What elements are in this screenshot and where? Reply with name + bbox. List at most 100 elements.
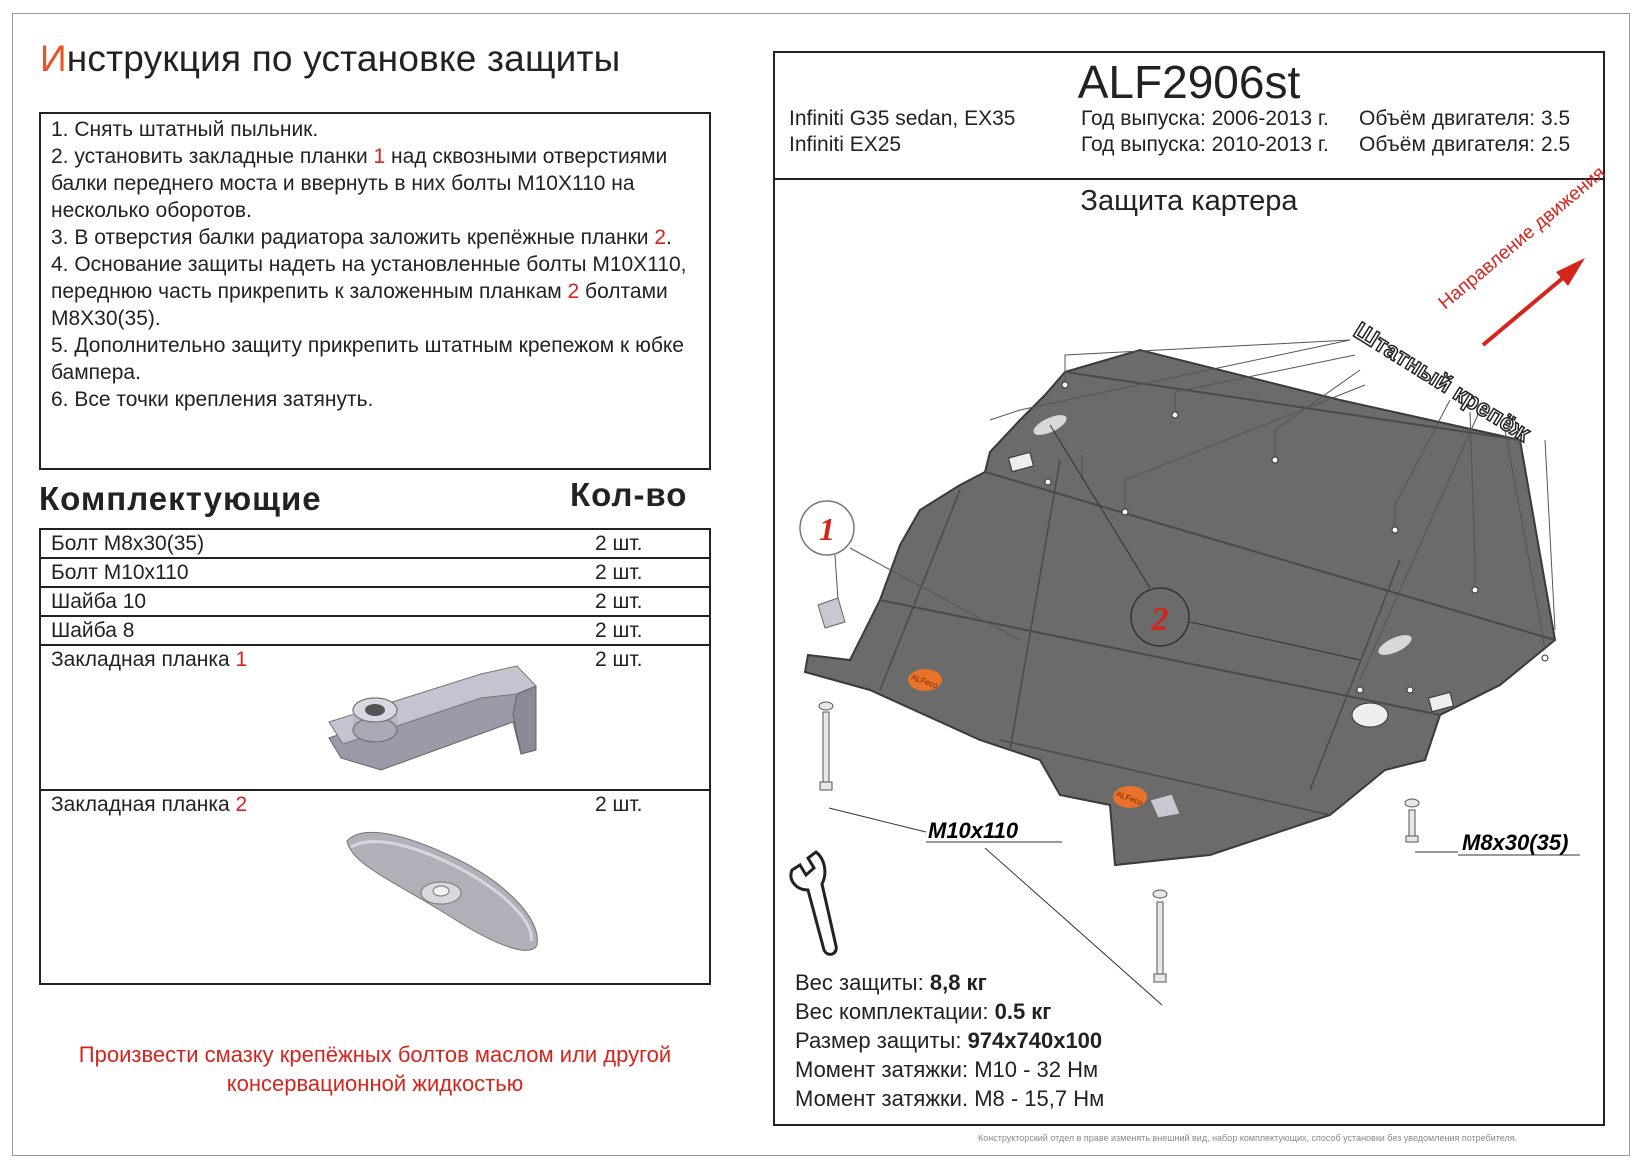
car-year: Год выпуска: 2010-2013 г. [1081,133,1329,156]
page-frame [12,13,1630,1156]
instruction-text: 1. Снять штатный пыльник. [51,118,319,141]
part-ref-number: 2 [235,793,248,816]
spec-label: Размер защиты: [795,1028,968,1053]
instruction-4: 4. Основание защиты надеть на установлен… [51,251,699,332]
fastener-leader-lines [989,339,1556,681]
part-name: Закладная планка 2 [51,793,247,817]
marker-1-number: 1 [819,511,835,547]
leader-line [984,847,1163,1006]
car-engine: Объём двигателя: 3.5 [1359,107,1571,130]
plate-hole [1378,635,1412,655]
spec-label: Вес комплектации: [795,999,995,1024]
components-heading: Комплектующие [39,480,322,517]
part-name: Болт М8х30(35) [51,532,205,555]
part-ref-number: 2 [567,280,580,303]
lubrication-note: Произвести смазку крепёжных болтов масло… [78,1042,672,1096]
bolt-m8-right [1404,798,1420,843]
plate-hole [1351,702,1389,728]
instruction-1: 1. Снять штатный пыльник. [51,116,699,143]
spec-label: Момент затяжки. М8 - 15,7 Нм [795,1086,1105,1111]
instruction-text: 6. Все точки крепления затянуть. [51,388,374,411]
instruction-text: . [666,226,672,249]
leader-line [828,807,927,833]
part-name-text: Закладная планка [51,793,236,816]
car-year: Год выпуска: 2006-2013 г. [1081,107,1329,130]
page-title: Инструкция по установке защиты [40,38,620,80]
instruction-3: 3. В отверстия балки радиатора заложить … [51,224,699,251]
spec-kit-weight: Вес комплектации: 0.5 кг [795,999,1051,1025]
part-name: Закладная планка 1 [51,648,247,672]
instruction-text: 3. В отверстия балки радиатора заложить … [51,226,655,249]
car-model: Infiniti EX25 [789,133,902,156]
wrench-icon [789,850,838,956]
leader-line [1049,424,1151,589]
components-table: Болт М8х30(35) 2 шт. Болт М10х110 2 шт. … [39,528,711,985]
instruction-text: 5. Дополнительно защиту прикрепить штатн… [51,334,684,384]
instruction-5: 5. Дополнительно защиту прикрепить штатн… [51,332,699,386]
bend-line [1064,371,1521,441]
product-panel: ALF2906st Infiniti G35 sedan, EX35 Год в… [773,51,1605,1126]
bolt-m10-label: M10x110 [928,818,1019,843]
table-row: Шайба 8 2 шт. [41,617,709,646]
footer-disclaimer: Конструкторский отдел в праве изменять в… [978,1133,1518,1143]
spec-weight: Вес защиты: 8,8 кг [795,970,987,996]
mounting-plate-1-image [328,665,537,771]
spec-size: Размер защиты: 974x740x100 [795,1028,1102,1054]
table-row: Болт М8х30(35) 2 шт. [41,530,709,559]
part-qty: 2 шт. [595,590,643,613]
part-qty: 2 шт. [595,648,643,671]
part-ref-number: 1 [235,648,248,671]
leader-line [834,554,839,601]
part-ref-number: 1 [373,145,386,168]
instruction-2: 2. установить закладные планки 1 над скв… [51,143,699,224]
part-qty: 2 шт. [595,532,643,555]
instruction-text: над сквозными отверстиями балки переднег… [51,145,668,222]
part-qty: 2 шт. [595,561,643,584]
part-name: Шайба 10 [51,590,147,613]
car-model: Infiniti G35 sedan, EX35 [789,107,1016,130]
bolt-m10-left [818,701,834,791]
marker-1-circle [799,500,855,556]
direction-arrow [1481,270,1572,347]
mounting-plate-2-image [346,831,538,951]
direction-arrow-head [1556,258,1585,286]
spec-torque-m10: Момент затяжки: М10 - 32 Нм [795,1057,1098,1083]
part-name: Шайба 8 [51,619,135,642]
plate-hole [1007,451,1035,473]
instruction-6: 6. Все точки крепления затянуть. [51,386,699,413]
part-name: Болт М10х110 [51,561,189,584]
table-row: Болт М10х110 2 шт. [41,559,709,588]
spec-value: 8,8 кг [929,970,987,995]
title-rest: нструкция по установке защиты [66,38,621,79]
spec-value: 0.5 кг [994,999,1052,1024]
bend-line [999,739,1331,816]
direction-label: Направление движения [1435,162,1610,313]
table-row: Закладная планка 2 2 шт. [41,791,709,983]
spec-label: Момент затяжки: М10 - 32 Нм [795,1057,1099,1082]
fastener-points [1044,381,1549,694]
marker-2-number: 2 [1151,601,1169,638]
leader-line [1189,621,1361,661]
mounting-plate-2-small [1149,793,1181,819]
marker-2-circle [1130,587,1190,647]
bend-line [1309,559,1401,791]
table-row: Закладная планка 1 2 шт. [41,646,709,791]
leader-line [849,547,1021,641]
brand-logo-sticker [1113,786,1147,808]
part-qty: 2 шт. [595,793,643,816]
spec-torque-m8: Момент затяжки. М8 - 15,7 Нм [795,1086,1104,1112]
car-engine: Объём двигателя: 2.5 [1359,133,1571,156]
title-first-letter: И [40,38,67,79]
bolt-m10-center [1152,889,1168,983]
table-row: Шайба 10 2 шт. [41,588,709,617]
spec-value: 974x740x100 [967,1028,1103,1053]
product-subtitle: Защита картера [1080,185,1298,217]
divider [775,178,1603,180]
quantity-heading: Кол-во [570,476,688,513]
instruction-text: 2. установить закладные планки [51,145,374,168]
bend-line [879,489,961,691]
brand-logo-sticker [908,669,942,691]
direction-text: Направление движения [1435,162,1610,313]
bend-line [1009,459,1061,751]
